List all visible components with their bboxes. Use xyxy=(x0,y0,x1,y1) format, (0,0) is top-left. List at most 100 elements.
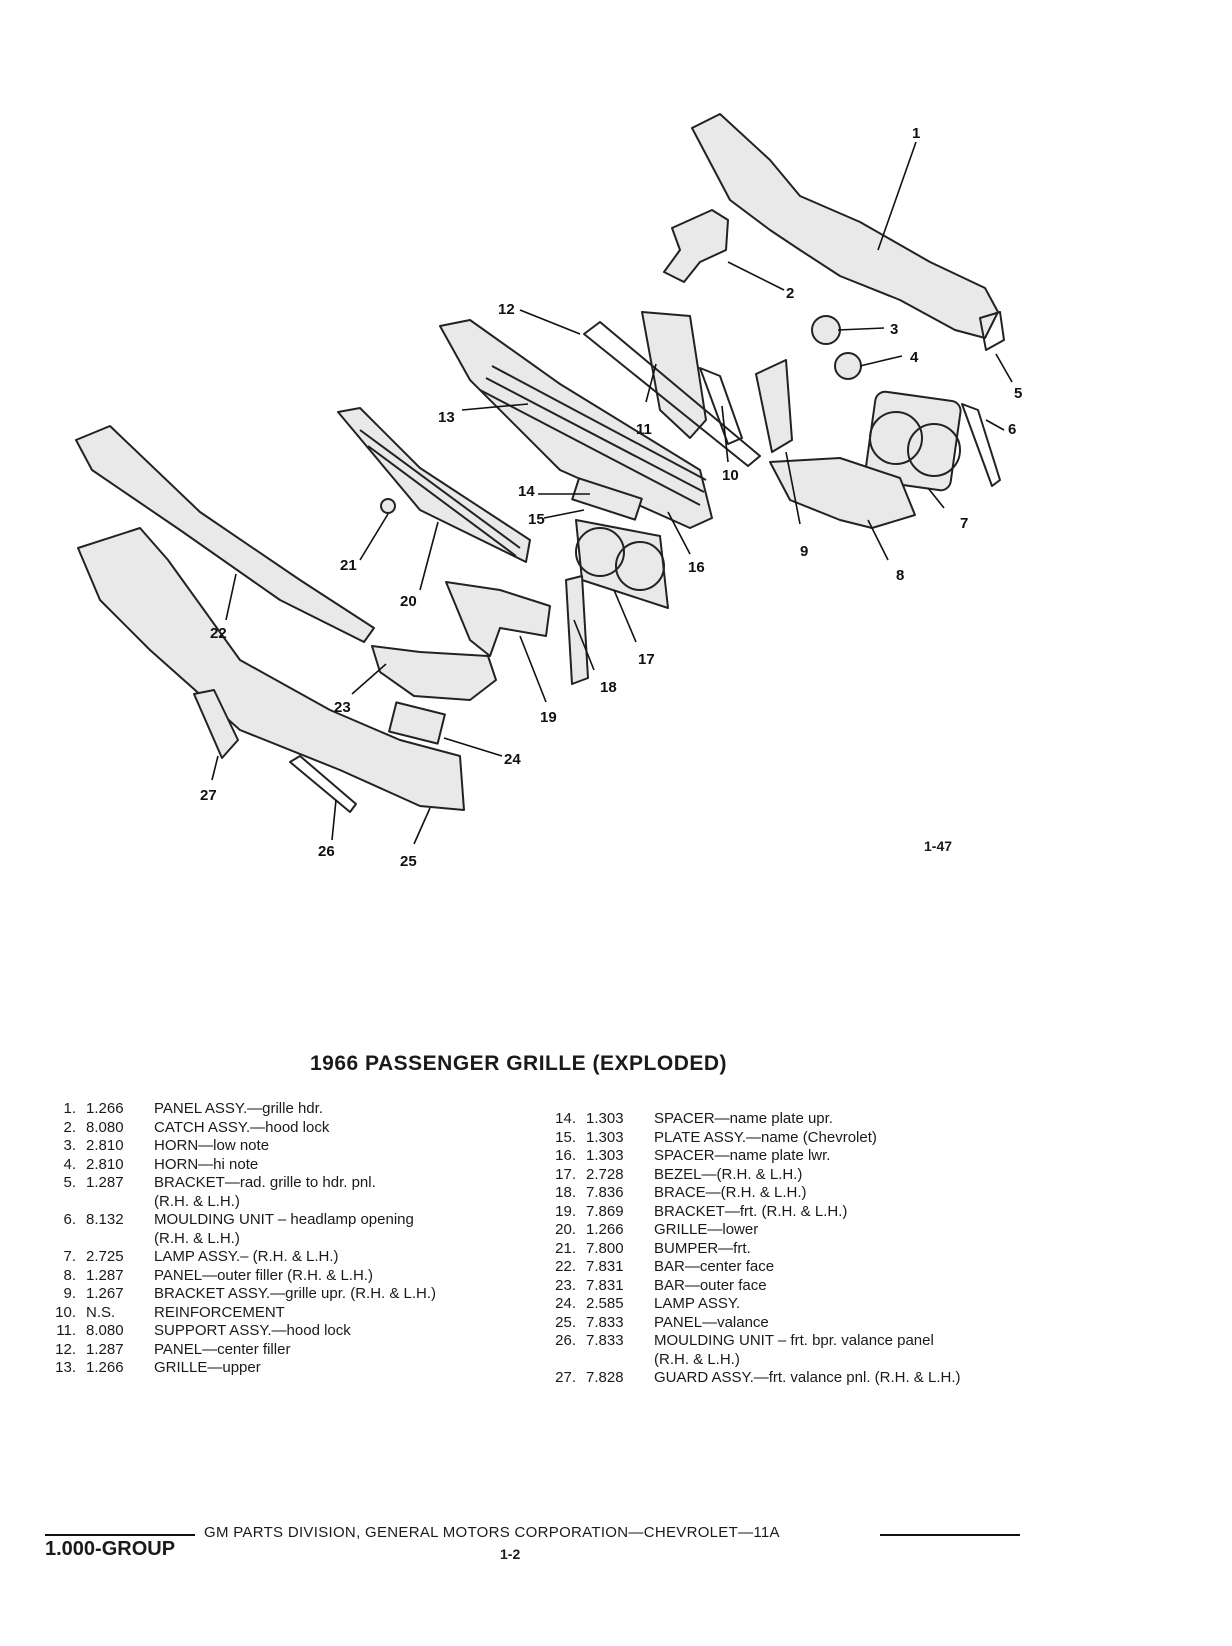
callout-8: 8 xyxy=(896,567,904,584)
part-number: 11. xyxy=(56,1322,76,1339)
part-code: 2.728 xyxy=(586,1165,624,1183)
part-bumper xyxy=(380,498,396,514)
part-number: 21. xyxy=(555,1239,576,1257)
part-code: 2.725 xyxy=(86,1248,124,1265)
lamp-lens-right xyxy=(907,423,961,477)
part-code: 8.080 xyxy=(86,1322,124,1339)
leader-lines xyxy=(211,141,1013,845)
part-number: 17. xyxy=(555,1165,576,1183)
callout-10: 10 xyxy=(722,467,739,484)
parts-list-row-continuation: (R.H. & L.H.) xyxy=(654,1350,740,1368)
lamp-lens-left xyxy=(869,411,923,465)
part-description: BRACKET ASSY.—grille upr. (R.H. & L.H.) xyxy=(154,1285,437,1302)
part-number: 5. xyxy=(63,1174,76,1191)
part-horn-low xyxy=(811,315,841,345)
part-number: 4. xyxy=(63,1155,76,1173)
part-description: HORN—low note xyxy=(154,1137,270,1154)
lower-grille-slats xyxy=(359,429,521,557)
callout-3: 3 xyxy=(890,321,898,338)
part-number: 2. xyxy=(63,1118,76,1136)
part-code: 7.869 xyxy=(586,1202,624,1220)
part-number: 19. xyxy=(555,1202,576,1220)
parts-list-row: 21. 7.800 BUMPER—frt. xyxy=(530,1240,994,1259)
callout-22: 22 xyxy=(210,625,227,642)
part-number: 14. xyxy=(555,1110,576,1127)
callout-17: 17 xyxy=(638,651,655,668)
part-valance-guard xyxy=(193,689,239,759)
part-number: 27. xyxy=(555,1369,576,1386)
callout-9: 9 xyxy=(800,543,808,560)
part-outer-face-bar xyxy=(371,645,497,701)
callout-14: 14 xyxy=(518,483,535,500)
part-reinforcement xyxy=(699,367,743,445)
callout-27: 27 xyxy=(200,787,217,804)
part-bracket-rad xyxy=(979,311,1005,351)
part-code: 1.303 xyxy=(586,1128,624,1146)
footer-publisher: GM PARTS DIVISION, GENERAL MOTORS CORPOR… xyxy=(204,1524,780,1541)
part-code: 8.132 xyxy=(86,1211,124,1228)
part-code: 1.287 xyxy=(86,1174,124,1191)
callout-13: 13 xyxy=(438,409,455,426)
callout-18: 18 xyxy=(600,679,617,696)
part-number: 13. xyxy=(55,1359,76,1376)
part-description: PANEL—center filler xyxy=(154,1340,291,1358)
part-center-filler-panel xyxy=(583,321,761,467)
part-number: 25. xyxy=(555,1313,576,1331)
part-code: 1.303 xyxy=(586,1110,624,1127)
part-description: PANEL ASSY.—grille hdr. xyxy=(154,1100,323,1117)
callout-6: 6 xyxy=(1008,421,1016,438)
part-description: BUMPER—frt. xyxy=(654,1239,751,1257)
exploded-grille-diagram: 1 2 3 4 5 6 7 8 9 10 11 12 13 14 15 16 1… xyxy=(75,113,1022,870)
part-description: BRACKET—frt. (R.H. & L.H.) xyxy=(654,1202,848,1220)
part-number: 22. xyxy=(555,1258,576,1275)
part-description: REINFORCEMENT xyxy=(154,1303,285,1321)
part-valance-moulding xyxy=(289,755,357,813)
part-number: 1. xyxy=(63,1100,76,1117)
part-code: 7.831 xyxy=(586,1276,624,1294)
part-code: 7.836 xyxy=(586,1184,624,1201)
part-code: N.S. xyxy=(86,1303,116,1321)
part-horn-hi xyxy=(834,352,862,380)
callout-19: 19 xyxy=(540,709,557,726)
callout-numbers: 1 2 3 4 5 6 7 8 9 10 11 12 13 14 15 16 1… xyxy=(200,125,1022,870)
part-number: 16. xyxy=(555,1147,576,1164)
callout-25: 25 xyxy=(400,853,417,870)
part-description: GRILLE—upper xyxy=(154,1359,261,1376)
part-bezel xyxy=(575,519,669,609)
part-hood-catch xyxy=(663,209,729,283)
part-number: 7. xyxy=(63,1248,76,1265)
callout-7: 7 xyxy=(960,515,968,532)
part-description: GUARD ASSY.—frt. valance pnl. (R.H. & L.… xyxy=(654,1369,961,1386)
part-description: SPACER—name plate lwr. xyxy=(654,1147,831,1164)
callout-1: 1 xyxy=(912,125,920,142)
part-description: BAR—center face xyxy=(654,1258,775,1275)
part-number: 23. xyxy=(555,1276,576,1294)
callout-2: 2 xyxy=(786,285,794,302)
part-description: LAMP ASSY.– (R.H. & L.H.) xyxy=(154,1248,339,1265)
bezel-ring-left xyxy=(575,527,625,577)
parts-list-row: 5. 1.287 BRACKET—rad. grille to hdr. pnl. xyxy=(30,1174,494,1193)
part-description: GRILLE—lower xyxy=(654,1221,759,1238)
part-number: 18. xyxy=(555,1184,576,1201)
part-description: BRACKET—rad. grille to hdr. pnl. xyxy=(154,1174,376,1191)
part-name-plate xyxy=(571,477,643,521)
part-grille-header-panel xyxy=(691,113,999,339)
part-number: 20. xyxy=(555,1221,576,1238)
part-parking-lamp xyxy=(388,701,446,745)
footer-rule-left xyxy=(45,1534,195,1536)
part-number: 10. xyxy=(55,1303,76,1321)
parts-list-row: 10. N.S. REINFORCEMENT xyxy=(30,1304,494,1323)
part-outer-filler-panel xyxy=(769,457,916,529)
callout-23: 23 xyxy=(334,699,351,716)
part-code: 7.800 xyxy=(586,1239,624,1257)
